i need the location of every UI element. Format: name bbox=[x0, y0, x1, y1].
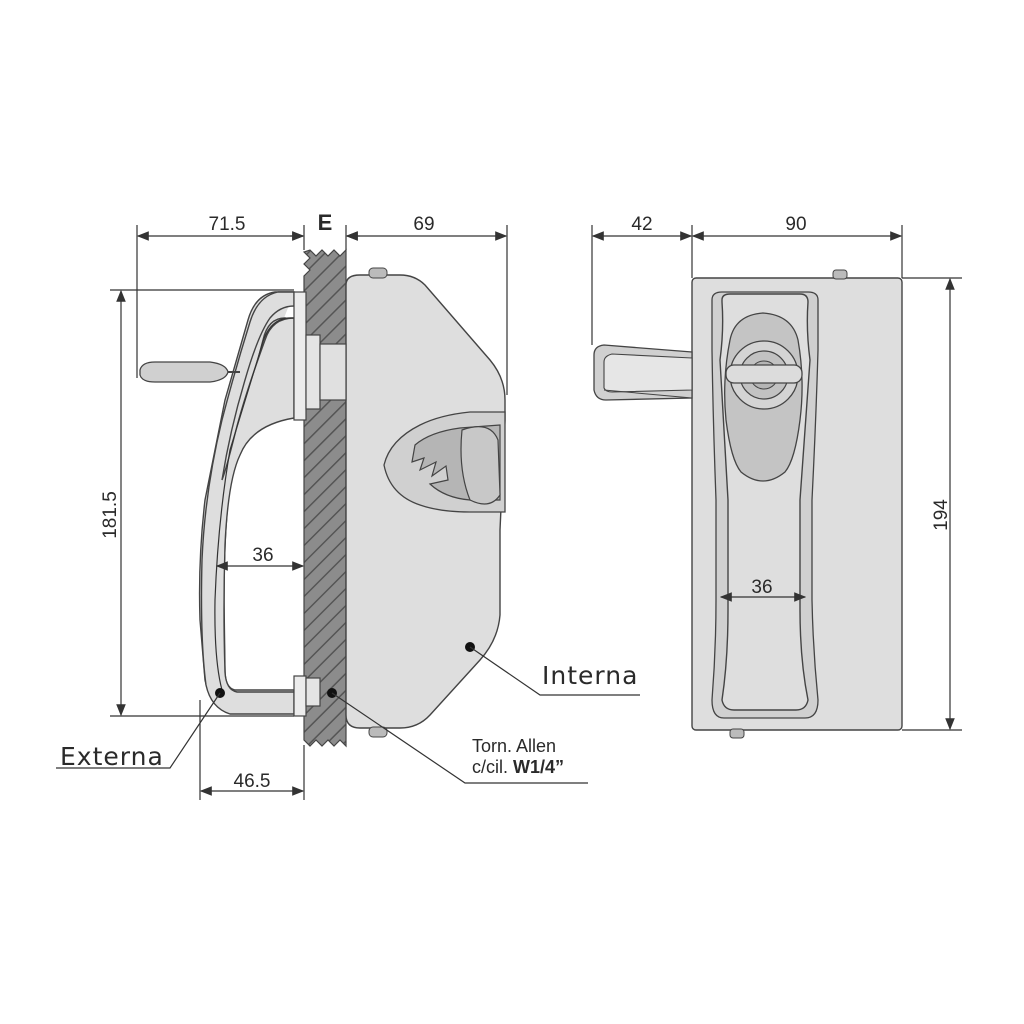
label-screw-line2: c/cil. W1/4” bbox=[472, 757, 564, 777]
front-dimensions bbox=[591, 225, 962, 731]
externa-leader bbox=[56, 692, 221, 769]
dim-side-height: 181.5 bbox=[100, 491, 121, 539]
label-screw-line1: Torn. Allen bbox=[472, 736, 556, 756]
interna-leader bbox=[469, 646, 640, 696]
front-lever-inner bbox=[603, 353, 693, 393]
front-screw-bottom bbox=[729, 728, 745, 739]
dim-side-left: 71.5 bbox=[209, 214, 246, 235]
handle-body bbox=[200, 291, 295, 715]
dim-base-depth: 46.5 bbox=[234, 771, 271, 792]
screw-leader bbox=[331, 692, 588, 784]
body-screw-top bbox=[368, 267, 388, 279]
dim-front-height: 194 bbox=[931, 499, 952, 531]
dim-grip-front: 36 bbox=[751, 577, 772, 598]
mount-plate-top bbox=[305, 334, 321, 410]
dim-side-right: 69 bbox=[413, 214, 434, 235]
turn-knob bbox=[725, 364, 803, 384]
mount-block-top bbox=[293, 291, 307, 421]
front-view bbox=[593, 269, 903, 739]
side-dimensions bbox=[110, 225, 508, 800]
dim-front-lever: 42 bbox=[631, 214, 652, 235]
label-interna: Interna bbox=[542, 661, 638, 690]
dim-wall-label: E bbox=[318, 210, 333, 235]
front-lever-shaft bbox=[603, 389, 693, 399]
label-externa: Externa bbox=[60, 742, 164, 771]
mount-inner-top bbox=[319, 343, 347, 401]
label-screw-bold: W1/4” bbox=[513, 757, 564, 777]
dim-front-width: 90 bbox=[785, 214, 806, 235]
mount-plate-bottom bbox=[305, 677, 321, 707]
latch-bolt bbox=[460, 426, 501, 505]
side-view bbox=[56, 248, 640, 784]
side-lever bbox=[139, 361, 229, 383]
label-screw-prefix: c/cil. bbox=[472, 757, 513, 777]
body-screw-bottom bbox=[368, 726, 388, 738]
mount-block-bottom bbox=[293, 675, 307, 717]
front-screw-top bbox=[832, 269, 848, 280]
handle-inner-line bbox=[214, 317, 295, 691]
dim-grip-side: 36 bbox=[252, 545, 273, 566]
wall-section bbox=[302, 248, 347, 748]
text-layer: 71.5 E 69 42 90 181.5 194 36 36 46.5 Ext… bbox=[60, 210, 952, 792]
